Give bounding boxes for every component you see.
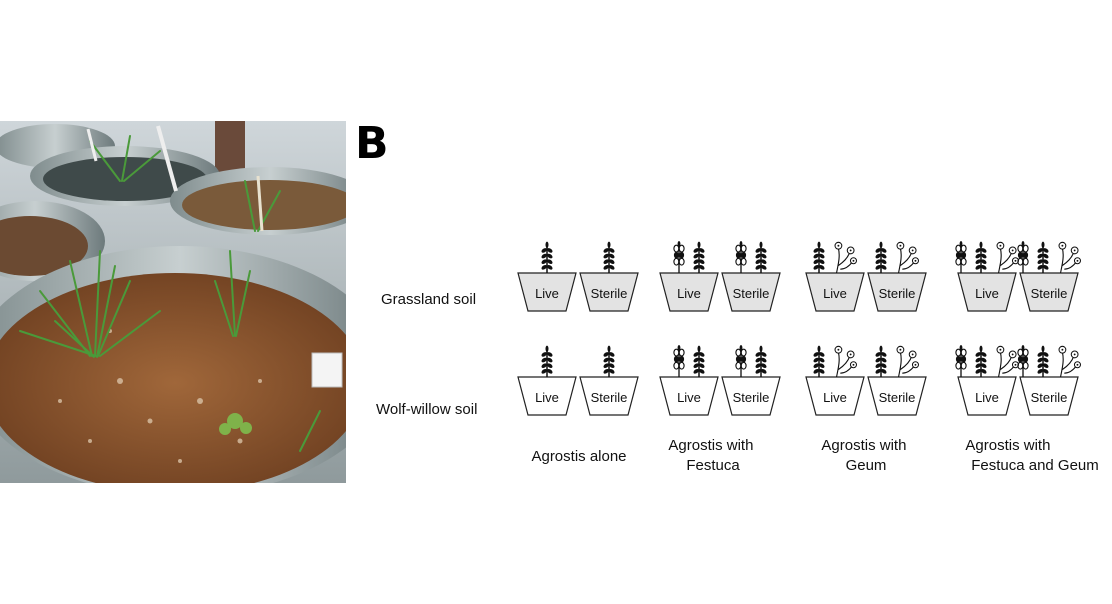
pot-wolf-willow-sterile [579, 376, 639, 416]
festuca-plant-icon [1017, 241, 1029, 273]
pot-wolf-willow-sterile [867, 376, 927, 416]
pot-grassland-live [517, 272, 577, 312]
festuca-plant-icon [735, 241, 747, 273]
pot-wolf-willow-sterile [721, 376, 781, 416]
agrostis-plant-icon [874, 241, 888, 273]
pot-soil-label: Sterile [591, 286, 628, 301]
agrostis-plant-icon [1036, 241, 1050, 273]
pot-soil-label: Live [975, 286, 999, 301]
pot-soil-label: Sterile [1031, 390, 1068, 405]
panel-b-label: B [355, 118, 389, 169]
agrostis-plant-icon [974, 345, 988, 377]
pot-soil-label: Live [823, 286, 847, 301]
pot-soil-label: Sterile [1031, 286, 1068, 301]
festuca-plant-icon [673, 345, 685, 377]
festuca-plant-icon [735, 345, 747, 377]
pot-grassland-sterile [579, 272, 639, 312]
geum-plant-icon [834, 241, 858, 273]
agrostis-plant-icon [540, 241, 554, 273]
festuca-plant-icon [673, 241, 685, 273]
geum-plant-icon [896, 345, 920, 377]
agrostis-plant-icon [692, 345, 706, 377]
geum-plant-icon [1058, 345, 1082, 377]
agrostis-plant-icon [812, 241, 826, 273]
geum-plant-icon [834, 345, 858, 377]
greenhouse-pots-photo [0, 121, 346, 483]
treatment-label-agrostis-festuca-geum: Agrostis with Festuca and Geum [965, 437, 1098, 474]
agrostis-plant-icon [692, 241, 706, 273]
geum-plant-icon [896, 241, 920, 273]
agrostis-plant-icon [602, 241, 616, 273]
pot-soil-label: Live [677, 286, 701, 301]
pot-soil-label: Sterile [591, 390, 628, 405]
pot-soil-label: Sterile [733, 286, 770, 301]
pot-soil-label: Live [535, 286, 559, 301]
geum-plant-icon [1058, 241, 1082, 273]
festuca-plant-icon [1017, 345, 1029, 377]
agrostis-plant-icon [602, 345, 616, 377]
pot-grassland-live [957, 272, 1017, 312]
agrostis-plant-icon [1036, 345, 1050, 377]
pot-wolf-willow-live [517, 376, 577, 416]
pot-wolf-willow-live [957, 376, 1017, 416]
agrostis-plant-icon [754, 345, 768, 377]
treatment-label-agrostis-geum: Agrostis with Geum [821, 437, 910, 474]
festuca-plant-icon [955, 241, 967, 273]
pot-wolf-willow-live [659, 376, 719, 416]
agrostis-plant-icon [874, 345, 888, 377]
pot-wolf-willow-live [805, 376, 865, 416]
pot-soil-label: Sterile [879, 286, 916, 301]
pot-grassland-live [805, 272, 865, 312]
pot-grassland-sterile [721, 272, 781, 312]
agrostis-plant-icon [974, 241, 988, 273]
pot-grassland-sterile [1019, 272, 1079, 312]
pot-soil-label: Sterile [879, 390, 916, 405]
geum-plant-icon [996, 241, 1020, 273]
row-label-grassland: Grassland soil [381, 291, 476, 308]
pot-soil-label: Live [535, 390, 559, 405]
agrostis-plant-icon [754, 241, 768, 273]
agrostis-plant-icon [812, 345, 826, 377]
pot-soil-label: Live [823, 390, 847, 405]
festuca-plant-icon [955, 345, 967, 377]
pot-soil-label: Live [677, 390, 701, 405]
pot-soil-label: Sterile [733, 390, 770, 405]
treatment-label-agrostis-alone: Agrostis alone [531, 448, 626, 465]
pot-grassland-sterile [867, 272, 927, 312]
agrostis-plant-icon [540, 345, 554, 377]
treatment-label-agrostis-festuca: Agrostis with Festuca [668, 437, 757, 474]
pot-grassland-live [659, 272, 719, 312]
geum-plant-icon [996, 345, 1020, 377]
pot-wolf-willow-sterile [1019, 376, 1079, 416]
row-label-wolf-willow: Wolf-willow soil [376, 401, 477, 418]
pot-soil-label: Live [975, 390, 999, 405]
